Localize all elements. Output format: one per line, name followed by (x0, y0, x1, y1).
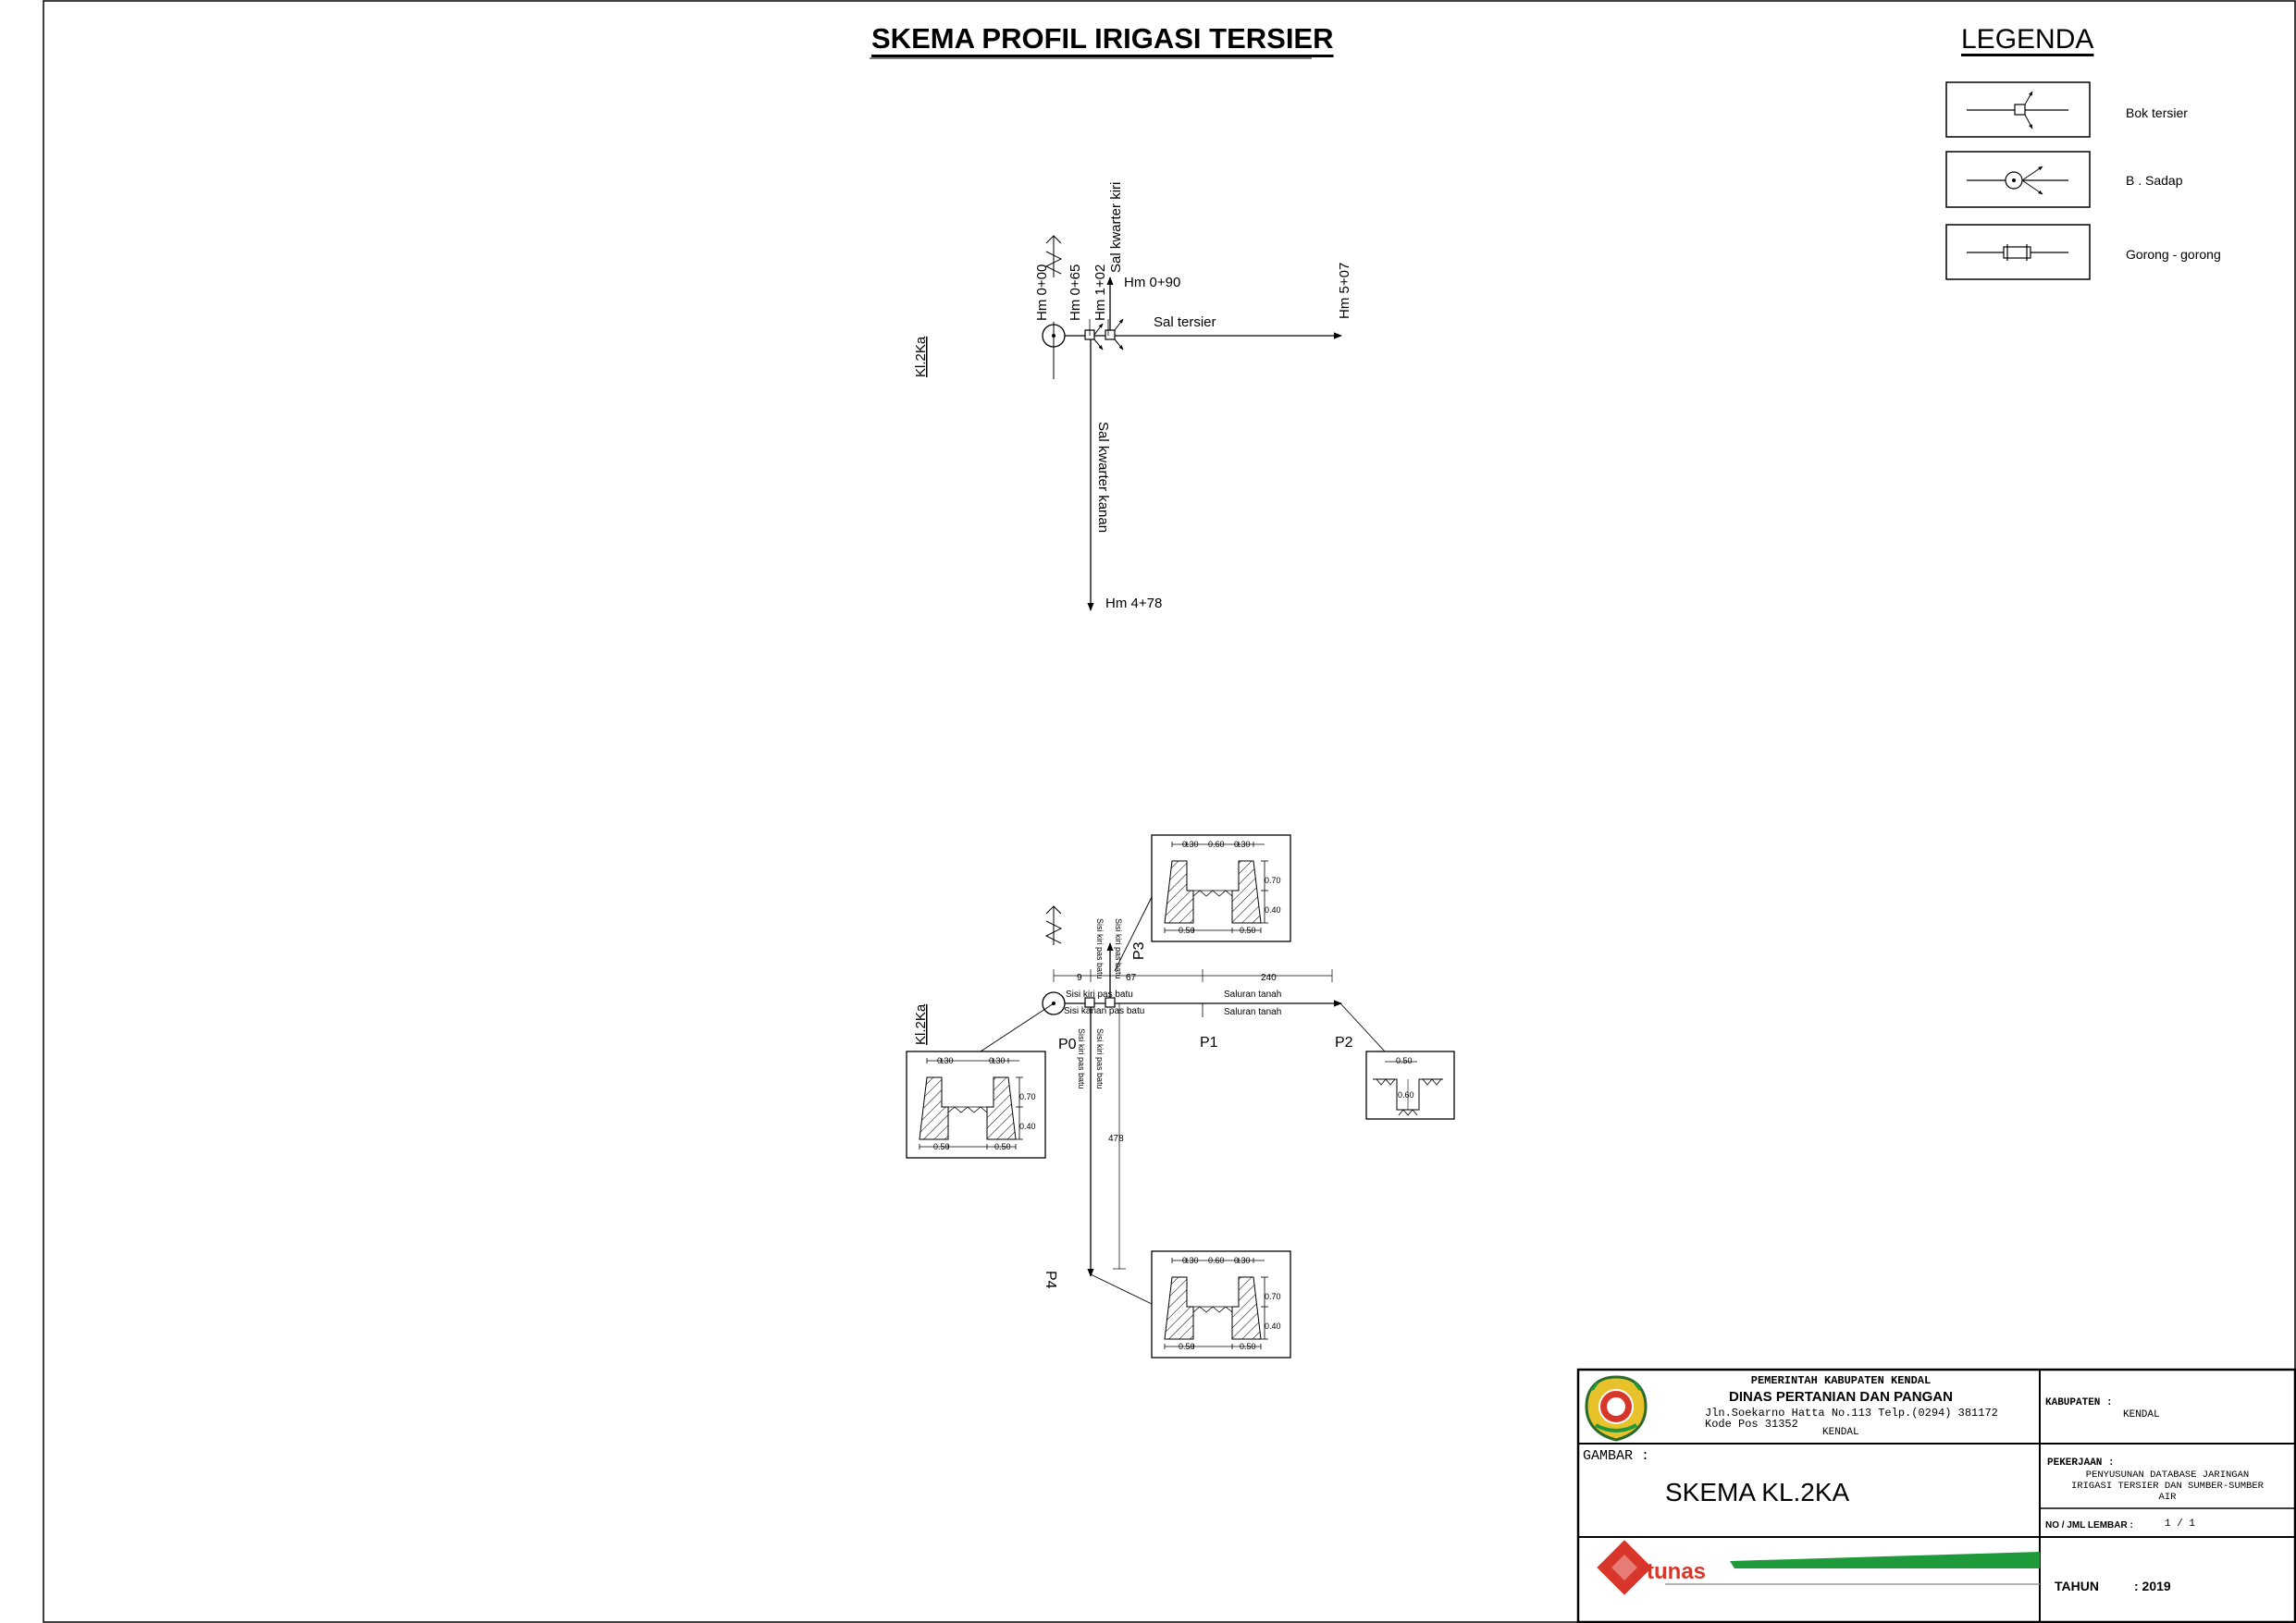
label-saluran-tanah-2: Saluran tanah (1224, 1007, 1281, 1017)
section-p4-labels: 0.30 0.60 0.30 0.70 0.40 0.50 0.50 (1179, 1256, 1281, 1351)
tb-lembar-value: 1 / 1 (2165, 1518, 2196, 1530)
label-sisi-kanan: Sisi kanan pas batu (1064, 1006, 1144, 1016)
svg-text:0.70: 0.70 (1265, 1292, 1281, 1301)
channel-kwarter-kiri: Sal kwarter kiri (1108, 182, 1124, 273)
legend-boxes (1945, 81, 2091, 280)
svg-text:0.70: 0.70 (1265, 876, 1281, 885)
station-hm-090: Hm 0+90 (1124, 275, 1180, 290)
kendal-logo (1585, 1375, 1648, 1442)
svg-text:0.50: 0.50 (1179, 926, 1195, 935)
section-p0-labels: 0.30 0.30 0.70 0.40 0.50 0.50 (933, 1056, 1036, 1151)
tb-postcode: Kode Pos 31352 (1705, 1418, 1798, 1431)
channel-kwarter-kanan: Sal kwarter kanan (1095, 422, 1111, 533)
svg-text:0.50: 0.50 (1396, 1056, 1413, 1065)
dim-478: 478 (1108, 1134, 1124, 1144)
point-p1: P1 (1200, 1035, 1218, 1051)
svg-text:0.60: 0.60 (1398, 1090, 1414, 1100)
svg-text:0.50: 0.50 (1179, 1342, 1195, 1351)
station-hm-507: Hm 5+07 (1337, 263, 1352, 319)
tb-address: Jln.Soekarno Hatta No.113 Telp.(0294) 38… (1705, 1407, 1998, 1420)
tb-pekerjaan-label: PEKERJAAN : (2047, 1457, 2115, 1469)
cross-section-p2 (1365, 1051, 1455, 1120)
label-vertical-up-2: Sisi kiri pas batu (1114, 918, 1123, 979)
svg-text:0.30: 0.30 (989, 1056, 1006, 1065)
point-p3: P3 (1131, 941, 1147, 960)
bottom-schema-lines (980, 896, 1386, 1305)
label-vertical-down-1: Sisi kiri pas batu (1077, 1028, 1086, 1089)
legend-label-gorong-gorong: Gorong - gorong (2126, 247, 2221, 262)
station-hm-065: Hm 0+65 (1068, 264, 1083, 321)
svg-text:0.30: 0.30 (1182, 1256, 1199, 1265)
tb-gambar-value: SKEMA KL.2KA (1665, 1478, 1850, 1506)
tunas-logo (1597, 1540, 2040, 1595)
station-hm-000: Hm 0+00 (1034, 264, 1050, 321)
station-hm-102: Hm 1+02 (1092, 264, 1108, 321)
legend-title: LEGENDA (1961, 24, 2094, 55)
svg-text:0.50: 0.50 (1240, 926, 1256, 935)
dim-67: 67 (1126, 973, 1137, 983)
tb-city: KENDAL (1822, 1427, 1859, 1438)
section-p2-labels: 0.50 0.60 (1396, 1056, 1414, 1100)
svg-text:0.50: 0.50 (994, 1142, 1011, 1151)
tb-pekerjaan-line2: IRIGASI TERSIER DAN SUMBER-SUMBER (2071, 1481, 2264, 1492)
svg-text:0.50: 0.50 (933, 1142, 950, 1151)
tb-lembar-label: NO / JML LEMBAR : (2045, 1520, 2133, 1531)
point-p4: P4 (1043, 1271, 1058, 1289)
bok-tersier-icon (1967, 91, 2068, 129)
title-block-frame (1576, 1368, 2296, 1623)
dim-240: 240 (1261, 973, 1277, 983)
label-saluran-tanah-1: Saluran tanah (1224, 990, 1281, 1000)
tb-brand: tunas (1647, 1559, 1707, 1584)
svg-text:0.30: 0.30 (1234, 1256, 1251, 1265)
tb-pekerjaan-line3: AIR (2158, 1492, 2177, 1503)
tb-tahun-label: TAHUN (2055, 1579, 2099, 1593)
section-p3-labels: 0.30 0.60 0.30 0.70 0.40 0.50 0.50 (1179, 840, 1281, 935)
svg-text:0.30: 0.30 (1234, 840, 1251, 849)
svg-text:0.40: 0.40 (1265, 1322, 1281, 1331)
legend-label-bangunan-sadap: B . Sadap (2126, 173, 2183, 188)
tb-pekerjaan-line1: PENYUSUNAN DATABASE JARINGAN (2085, 1469, 2250, 1481)
label-vertical-up-1: Sisi kiri pas batu (1095, 918, 1105, 979)
channel-tersier: Sal tersier (1154, 314, 1216, 330)
top-schema-lines (1042, 277, 1342, 611)
tb-gov: PEMERINTAH KABUPATEN KENDAL (1750, 1374, 1932, 1387)
north-arrow-bottom-icon (1044, 905, 1063, 945)
tb-gambar-label: GAMBAR : (1583, 1448, 1650, 1464)
tb-kabupaten-value: KENDAL (2123, 1409, 2160, 1420)
bangunan-sadap-icon (1967, 166, 2068, 195)
block-code-bottom: Kl.2Ka (913, 1003, 929, 1045)
tb-dept: DINAS PERTANIAN DAN PANGAN (1729, 1389, 1953, 1405)
point-p2: P2 (1335, 1035, 1353, 1051)
label-vertical-down-2: Sisi kiri pas batu (1095, 1028, 1105, 1089)
block-code-top: Kl.2Ka (913, 336, 929, 377)
svg-text:0.60: 0.60 (1208, 840, 1225, 849)
north-arrow-top-icon (1044, 235, 1063, 277)
svg-text:0.40: 0.40 (1019, 1122, 1036, 1131)
label-sisi-kiri: Sisi kiri pas batu (1066, 990, 1133, 1000)
svg-text:0.30: 0.30 (1182, 840, 1199, 849)
tb-tahun-value: : 2019 (2134, 1579, 2171, 1593)
svg-text:0.30: 0.30 (937, 1056, 954, 1065)
svg-text:0.50: 0.50 (1240, 1342, 1256, 1351)
gorong-gorong-icon (1967, 244, 2068, 261)
svg-text:0.70: 0.70 (1019, 1092, 1036, 1101)
point-p0: P0 (1058, 1037, 1077, 1052)
page-title: SKEMA PROFIL IRIGASI TERSIER (871, 22, 1334, 55)
tb-kabupaten-label: KABUPATEN : (2045, 1397, 2113, 1408)
svg-text:0.40: 0.40 (1265, 905, 1281, 915)
svg-text:0.60: 0.60 (1208, 1256, 1225, 1265)
legend-label-bok-tersier: Bok tersier (2126, 105, 2188, 120)
station-hm-478: Hm 4+78 (1105, 596, 1162, 611)
dim-9: 9 (1077, 973, 1082, 983)
